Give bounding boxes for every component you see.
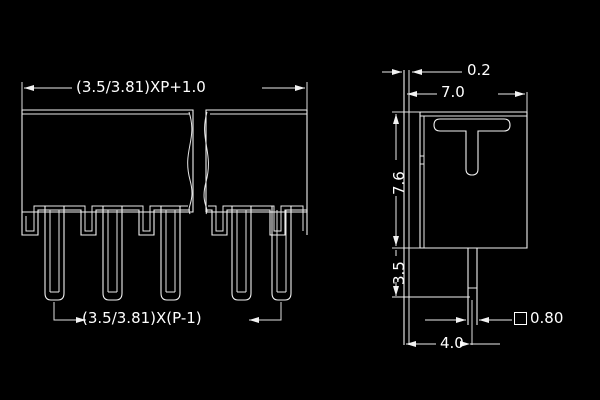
housing-inner-profile-left (25, 205, 188, 232)
arrow-4-0-right (460, 341, 470, 347)
arrow-0-80-left (456, 317, 466, 323)
arrow-7-6-top (393, 114, 399, 124)
arrow-0-80-right (479, 317, 489, 323)
t-slot (433, 118, 511, 176)
arrow-7-0-left (407, 91, 417, 97)
square-pin-size-text: 0.80 (530, 309, 564, 327)
housing-inner-profile-right (208, 205, 304, 232)
break-line-left (187, 111, 193, 215)
housing-body-right (205, 109, 308, 213)
pin-2-inner (107, 210, 118, 293)
arrow-4-0-left (406, 341, 416, 347)
front-bottom-dimension (53, 302, 282, 323)
ext-line-pin5 (249, 302, 282, 321)
arrow-left-bottom (76, 317, 86, 323)
side-pin-offset-dimension-text: 4.0 (440, 334, 464, 352)
break-line-right (203, 111, 209, 215)
arrow-0-2-left (392, 69, 402, 75)
front-bottom-dimension-text: (3.5/3.81)X(P-1) (82, 309, 202, 327)
pin-5 (271, 206, 292, 301)
arrow-0-2-right (412, 69, 422, 75)
pin-2 (102, 206, 123, 301)
housing-bottom-profile-right (206, 209, 308, 236)
side-body-outline (419, 111, 528, 249)
arrow-7-6-bottom (393, 236, 399, 246)
side-body-height-dimension-text: 7.6 (390, 171, 408, 195)
ext-line-pin1 (53, 302, 86, 321)
arrow-right-top (295, 85, 305, 91)
square-symbol-icon (514, 312, 527, 325)
arrow-7-0-right (515, 91, 525, 97)
pin-1 (44, 206, 65, 301)
dim-7-0 (407, 91, 528, 112)
front-view-group (21, 82, 308, 323)
side-pin-length-dimension-text: 3.5 (390, 261, 408, 285)
dim-3-5 (393, 250, 399, 296)
side-body-width-dimension-text: 7.0 (441, 83, 465, 101)
housing-body-left (21, 109, 194, 213)
front-top-dimension (21, 82, 308, 110)
dim-pin-0-80 (425, 317, 512, 323)
side-top-step-dimension-text: 0.2 (467, 61, 491, 79)
dim-0-2 (382, 69, 462, 75)
side-view-group (382, 69, 528, 347)
pin-3 (160, 206, 181, 301)
pin-1-inner (49, 210, 60, 293)
dim-7-6 (392, 111, 420, 249)
arrow-left-top (24, 85, 34, 91)
arrow-3-5-bottom (393, 286, 399, 296)
square-pin-callout: 0.80 (514, 311, 563, 326)
pin-5-inner (276, 210, 287, 293)
pin-3-inner (165, 210, 176, 293)
housing-bottom-profile-left (21, 209, 190, 236)
side-pin (467, 248, 478, 325)
side-small-notch (420, 155, 425, 165)
pin-4 (231, 206, 252, 301)
pin-4-inner (236, 210, 247, 293)
front-top-dimension-text: (3.5/3.81)XP+1.0 (76, 78, 206, 96)
dim-4-0 (406, 300, 500, 347)
pin-group (44, 206, 292, 301)
arrow-right-bottom (249, 317, 259, 323)
